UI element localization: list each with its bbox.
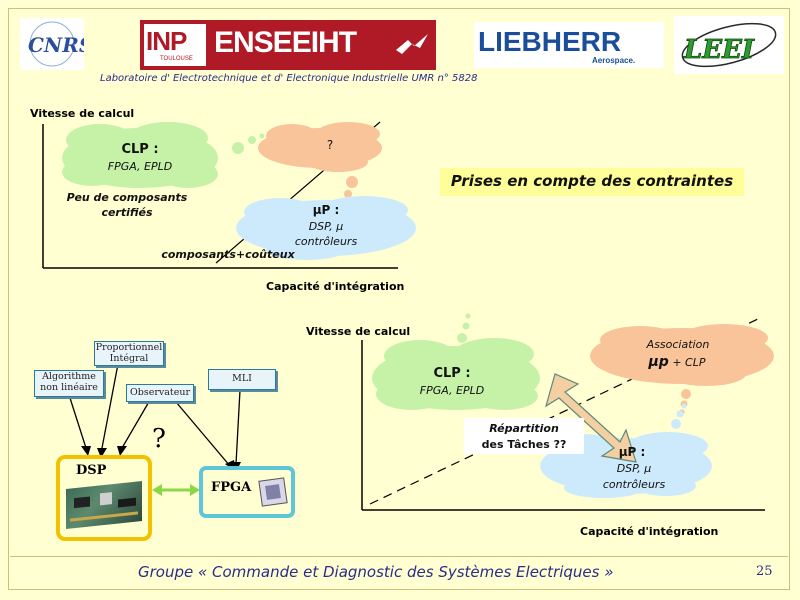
top-x-axis-label: Capacité d'intégration <box>266 280 405 293</box>
dsp-label: DSP <box>76 463 107 478</box>
block-diagram-arrows <box>69 363 241 467</box>
repartition-double-arrow <box>545 373 637 463</box>
pwm-label: MLI <box>232 373 252 384</box>
association-plus-clp: + CLP <box>672 356 706 369</box>
page-number: 25 <box>756 564 773 579</box>
proportional-integral-line2: Intégral <box>109 353 149 364</box>
footer-group-title: Groupe « Commande et Diagnostic des Syst… <box>138 563 614 581</box>
top-up-subtitle-1: DSP, µ <box>308 220 344 233</box>
association-formula: µp + CLP <box>622 354 732 370</box>
bottom-clp-subtitle: FPGA, EPLD <box>419 384 485 397</box>
repartition-line1: Répartition <box>489 422 559 435</box>
association-mu-p: µp <box>648 354 669 370</box>
constraints-banner: Prises en compte des contraintes <box>440 168 744 196</box>
nonlinear-algorithm-line2: non linéaire <box>40 382 98 393</box>
top-up-subtitle-2: contrôleurs <box>294 235 358 248</box>
bottom-clp-title: CLP : <box>433 366 471 381</box>
liebherr-logo-subtext: Aerospace. <box>592 56 636 65</box>
association-title: Association <box>646 338 710 351</box>
inp-logo-subtext: TOULOUSE <box>160 56 193 62</box>
liebherr-logo: LIEBHERR Aerospace. <box>474 22 664 68</box>
footer-rule <box>10 556 788 557</box>
dsp-fpga-link-arrow <box>152 484 200 496</box>
bottom-clp-cloud <box>372 313 540 410</box>
bottom-association-cloud <box>590 324 774 415</box>
top-note-certified-1: Peu de composants <box>66 191 188 204</box>
top-note-certified-2: certifiés <box>101 206 153 219</box>
bottom-up-subtitle-1: DSP, µ <box>616 462 652 475</box>
liebherr-logo-text: LIEBHERR <box>478 26 622 57</box>
enseeiht-logo: INP TOULOUSE ENSEEIHT <box>140 20 436 70</box>
observer-label: Observateur <box>129 387 191 398</box>
dsp-box: DSP <box>56 455 152 541</box>
proportional-integral-line1: Proportionnel <box>95 342 163 353</box>
cnrs-logo-text: CNRS <box>28 33 84 57</box>
leei-logo: LEEI <box>674 16 784 74</box>
fpga-box: FPGA <box>199 466 295 518</box>
enseeiht-logo-text: ENSEEIHT <box>214 26 357 59</box>
observer-box: Observateur <box>126 384 194 402</box>
repartition-line2: des Tâches ?? <box>481 438 567 451</box>
proportional-integral-box: Proportionnel Intégral <box>94 341 164 366</box>
slide-frame <box>8 8 790 590</box>
laboratory-caption: Laboratoire d' Electrotechnique et d' El… <box>100 73 478 84</box>
bottom-up-subtitle-2: contrôleurs <box>602 478 666 491</box>
block-question-mark: ? <box>152 424 166 454</box>
dsp-board-image <box>66 481 142 529</box>
bottom-x-axis-label: Capacité d'intégration <box>580 525 719 538</box>
fpga-chip-image <box>258 477 288 507</box>
cnrs-logo: CNRS <box>20 18 84 70</box>
bird-icon <box>396 34 428 54</box>
top-up-cloud <box>236 196 416 260</box>
leei-logo-text: LEEI <box>683 35 755 65</box>
bottom-up-title: µP : <box>618 445 646 459</box>
repartition-label-box: Répartition des Tâches ?? <box>464 418 584 454</box>
nonlinear-algorithm-line1: Algorithme <box>42 371 96 382</box>
constraints-banner-text: Prises en compte des contraintes <box>450 172 734 190</box>
top-question-cloud <box>258 122 382 205</box>
top-clp-cloud <box>62 122 265 188</box>
top-clp-title: CLP : <box>121 142 159 157</box>
bottom-y-axis-label: Vitesse de calcul <box>306 325 411 338</box>
nonlinear-algorithm-box: Algorithme non linéaire <box>34 370 104 397</box>
inp-logo-text: INP <box>146 26 187 56</box>
pwm-box: MLI <box>208 369 276 390</box>
top-clp-subtitle: FPGA, EPLD <box>107 160 173 173</box>
fpga-label: FPGA <box>211 480 252 495</box>
top-y-axis-label: Vitesse de calcul <box>30 107 135 120</box>
top-question-mark: ? <box>326 138 334 152</box>
top-up-title: µP : <box>312 203 340 217</box>
top-note-costly: composants+coûteux <box>161 248 295 261</box>
